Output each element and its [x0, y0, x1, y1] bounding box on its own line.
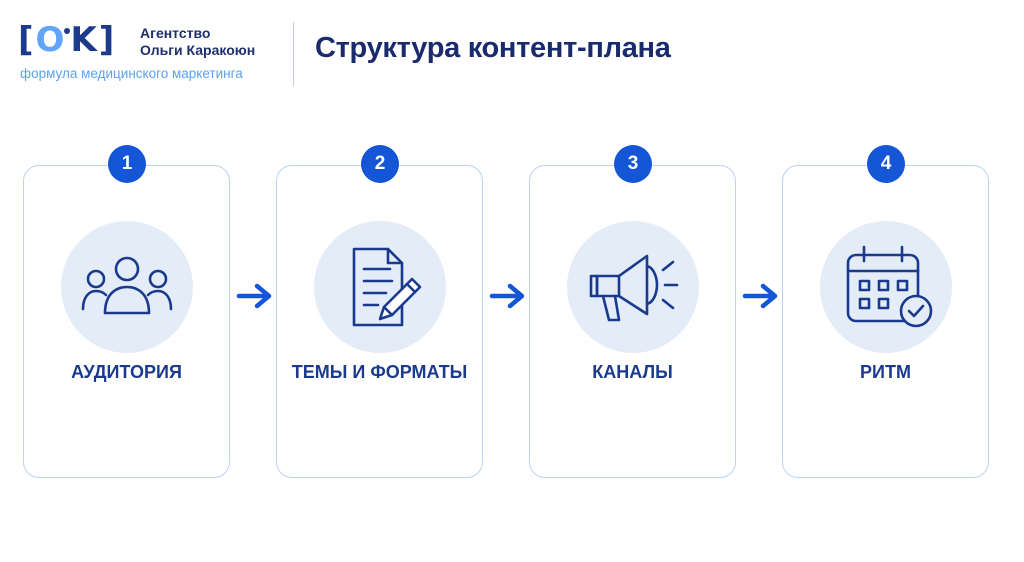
agency-name-line1: Агентство: [140, 25, 211, 41]
calendar-check-icon: [846, 245, 933, 328]
arrow-right-icon: [489, 283, 525, 309]
step-number-badge: 4: [867, 145, 905, 183]
step-label: АУДИТОРИЯ: [71, 362, 182, 382]
agency-tagline: формула медицинского маркетинга: [20, 66, 243, 81]
step-label: ТЕМЫ И ФОРМАТЫ: [291, 362, 468, 382]
step-number-badge: 1: [108, 145, 146, 183]
step-number-badge: 3: [614, 145, 652, 183]
step-label: КАНАЛЫ: [592, 362, 673, 382]
arrow-right-icon: [236, 283, 272, 309]
page-title: Структура контент-плана: [315, 32, 671, 64]
agency-name-line2: Ольги Каракоюн: [140, 42, 256, 58]
icon-circle: [61, 221, 193, 353]
logo-dot: [64, 28, 70, 34]
header-divider: [293, 22, 294, 86]
arrow-right-icon: [742, 283, 778, 309]
megaphone-icon: [589, 254, 679, 322]
icon-circle: [820, 221, 952, 353]
users-group-icon: [81, 256, 173, 315]
step-number-badge: 2: [361, 145, 399, 183]
icon-circle: [314, 221, 446, 353]
icon-circle: [567, 221, 699, 353]
document-pen-icon: [352, 247, 422, 327]
step-label: РИТМ: [860, 362, 911, 382]
